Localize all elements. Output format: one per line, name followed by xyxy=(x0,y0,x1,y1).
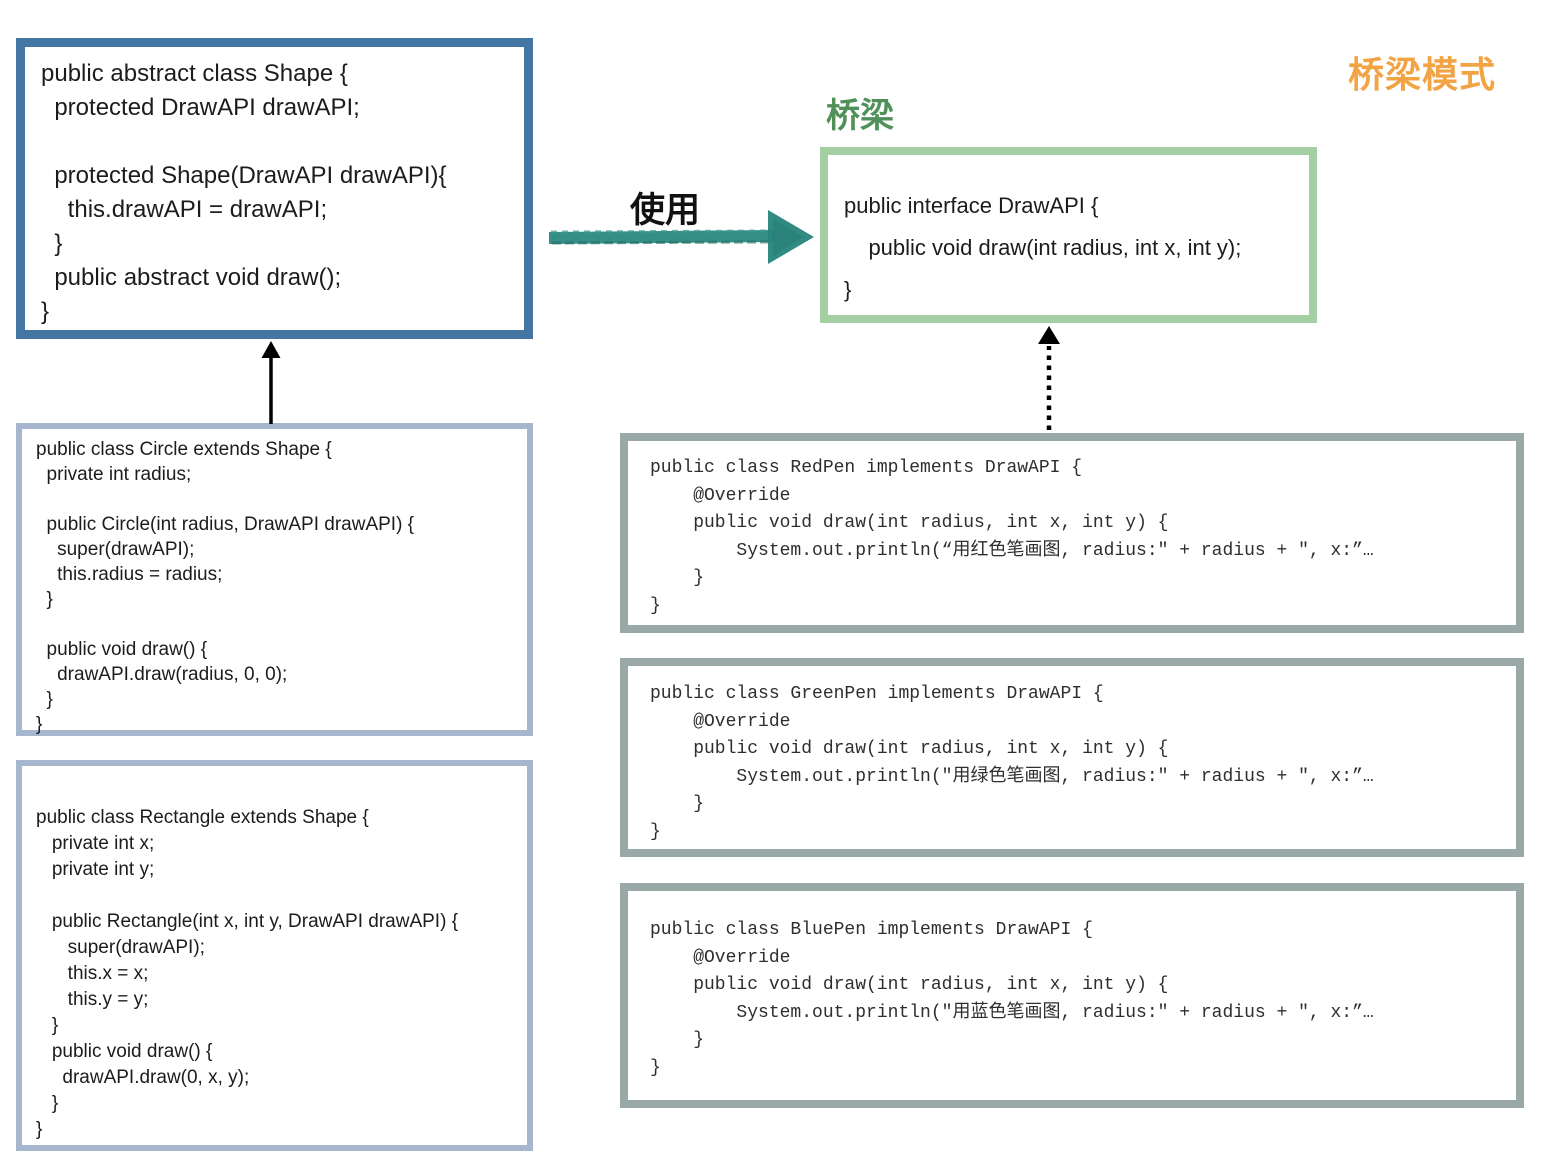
drawapi-interface-box: public interface DrawAPI { public void d… xyxy=(820,147,1317,323)
circle-class-code: public class Circle extends Shape { priv… xyxy=(36,439,415,735)
bluepen-class-code: public class BluePen implements DrawAPI … xyxy=(650,920,1374,1078)
shape-abstract-class-code: public abstract class Shape { protected … xyxy=(41,60,447,325)
rectangle-class-box: public class Rectangle extends Shape { p… xyxy=(16,760,533,1151)
extends-arrow xyxy=(261,341,281,424)
circle-class-box: public class Circle extends Shape { priv… xyxy=(16,423,533,736)
redpen-class-box: public class RedPen implements DrawAPI {… xyxy=(620,433,1524,633)
greenpen-class-code: public class GreenPen implements DrawAPI… xyxy=(650,684,1374,842)
pattern-title: 桥梁模式 xyxy=(1348,54,1497,95)
bluepen-class-box: public class BluePen implements DrawAPI … xyxy=(620,883,1524,1108)
shape-abstract-class-box: public abstract class Shape { protected … xyxy=(16,38,533,339)
drawapi-interface-code: public interface DrawAPI { public void d… xyxy=(844,193,1242,302)
redpen-class-code: public class RedPen implements DrawAPI {… xyxy=(650,458,1374,616)
rectangle-class-code: public class Rectangle extends Shape { p… xyxy=(36,807,459,1140)
bridge-label: 桥梁 xyxy=(826,97,894,135)
implements-arrow xyxy=(1038,326,1060,430)
use-arrow-label: 使用 xyxy=(630,191,701,230)
greenpen-class-box: public class GreenPen implements DrawAPI… xyxy=(620,658,1524,857)
